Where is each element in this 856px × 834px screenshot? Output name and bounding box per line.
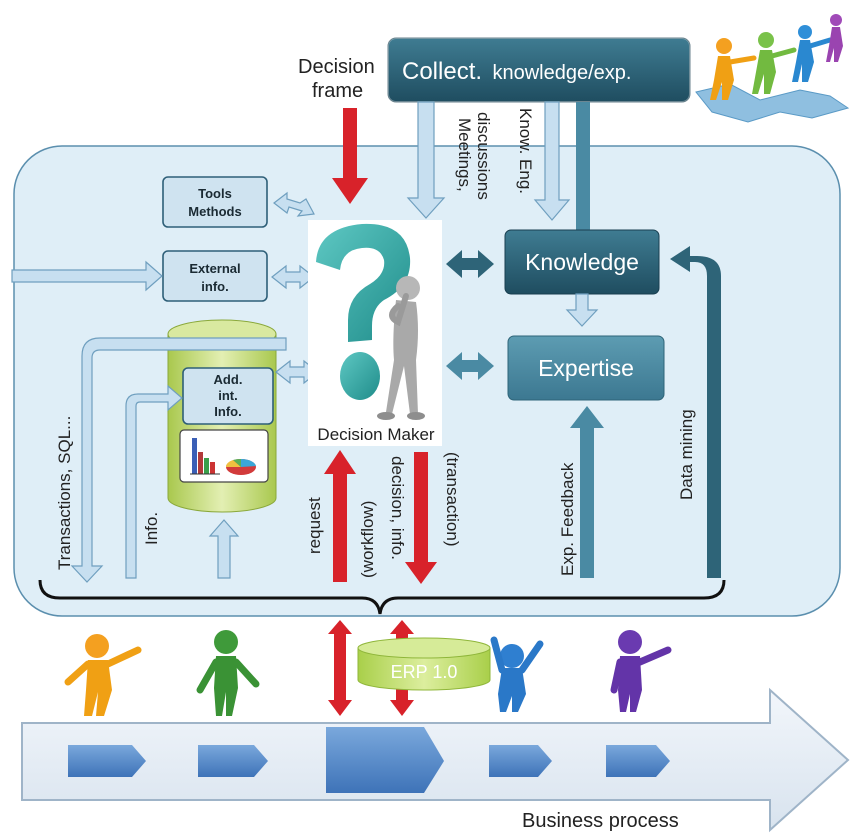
decision-maker-label: Decision Maker <box>317 425 434 444</box>
decision-frame-label-2: frame <box>312 80 363 102</box>
decision-frame-label-1: Decision <box>298 56 375 78</box>
decision-info-label: decision, info. <box>388 456 407 560</box>
meetings-arrow <box>406 101 446 219</box>
erp-request-double-arrow <box>328 620 352 716</box>
int-label: int. <box>218 388 238 403</box>
business-process-arrow <box>21 687 850 833</box>
expertise-label: Expertise <box>538 355 634 381</box>
meetings-label-1: Meetings, <box>455 118 474 192</box>
external-label: External <box>189 261 240 276</box>
transaction-label: (transaction) <box>443 452 462 546</box>
bottom-brace <box>38 579 726 615</box>
pie-chart-icon <box>225 458 256 475</box>
svg-text:Collect. knowledge/exp.: Collect. knowledge/exp. <box>402 58 631 85</box>
exp-feedback-label: Exp. Feedback <box>558 462 577 576</box>
dm-expertise-double-arrow <box>446 352 494 380</box>
transactions-label: Transactions, SQL... <box>55 416 74 570</box>
bar-chart-icon <box>190 438 220 475</box>
meetings-label-2: discussions <box>474 112 493 200</box>
info-label: Info. <box>142 512 161 545</box>
knowledge-to-expertise-arrow <box>565 293 599 327</box>
know-eng-arrow <box>533 101 571 221</box>
people-puzzle-icon <box>695 14 850 123</box>
add-label: Add. <box>214 372 243 387</box>
transactions-arrow <box>70 337 287 583</box>
request-arrow <box>324 450 356 582</box>
question-mark-thinker-icon <box>316 223 425 420</box>
tools-double-arrow <box>273 191 315 217</box>
tools-label: Tools <box>198 186 232 201</box>
request-label: request <box>305 497 324 554</box>
erp-label: ERP 1.0 <box>391 662 458 682</box>
db-input-arrow <box>208 519 240 579</box>
person-purple-icon <box>610 630 672 712</box>
process-step-1 <box>68 745 146 777</box>
collect-label-main: Collect. <box>402 58 482 85</box>
chart-thumbnail <box>179 429 269 483</box>
person-orange-icon <box>64 634 142 716</box>
data-mining-label: Data mining <box>677 409 696 500</box>
decision-frame-arrow <box>332 108 368 204</box>
expertise-box <box>507 335 665 401</box>
workflow-label: (workflow) <box>358 501 377 578</box>
collect-to-knowledge-connector <box>576 102 590 232</box>
methods-label: Methods <box>188 204 241 219</box>
process-step-5 <box>606 745 670 777</box>
erp-database <box>357 637 491 691</box>
process-step-4 <box>489 745 552 777</box>
knowledge-label: Knowledge <box>525 249 639 275</box>
dm-knowledge-double-arrow <box>446 250 494 278</box>
know-eng-label: Know. Eng. <box>516 108 535 194</box>
external-info-label: info. <box>201 279 228 294</box>
process-step-main <box>326 727 444 793</box>
external-input-arrow <box>11 260 163 292</box>
process-step-2 <box>198 745 268 777</box>
collect-knowledge-box <box>387 37 691 103</box>
person-green-icon <box>196 630 260 716</box>
add-int-info-box <box>182 367 274 425</box>
business-process-label: Business process <box>522 810 679 832</box>
external-info-box <box>162 250 268 302</box>
data-mining-arrow <box>670 246 721 578</box>
info-arrow <box>125 384 183 579</box>
tools-methods-box <box>162 176 268 228</box>
collect-label-rest: knowledge/exp. <box>492 62 631 84</box>
info-label-box: Info. <box>214 404 241 419</box>
person-blue-icon <box>490 636 544 712</box>
exp-feedback-arrow <box>570 406 604 578</box>
decision-info-arrow <box>405 452 437 584</box>
